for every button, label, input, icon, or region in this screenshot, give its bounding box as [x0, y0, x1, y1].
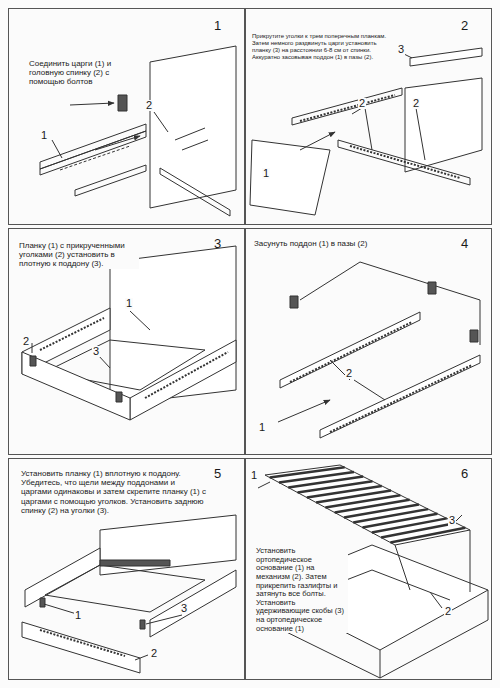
instruction-panel: 5 Установить планку (1) вплотную к поддон… [8, 458, 245, 680]
callout-number: 2 [358, 98, 366, 109]
instruction-text: Установить ортопедическое основание (1) … [256, 547, 348, 633]
callout-number: 1 [258, 422, 266, 433]
step-number: 6 [461, 467, 468, 482]
slat [325, 495, 400, 507]
slat [372, 518, 447, 532]
slat [279, 472, 354, 483]
slat [288, 477, 363, 488]
slat [363, 514, 438, 528]
step-number: 1 [214, 19, 221, 34]
instruction-text: Установить планку (1) вплотную к поддону… [21, 469, 206, 515]
panel-2-drawing [250, 48, 482, 215]
callout-number: 3 [180, 603, 188, 614]
slat [353, 509, 428, 522]
step-number: 3 [214, 237, 221, 252]
instruction-panel: 2Прикрутите уголки к трем поперечным пла… [245, 8, 492, 225]
callout-number: 2 [150, 648, 158, 659]
slat [316, 491, 391, 503]
callout-number: 1 [262, 168, 270, 179]
callout-number: 3 [397, 44, 405, 55]
callout-number: 3 [448, 515, 456, 526]
instruction-text: Соединить царги (1) и головную спинку (2… [29, 59, 124, 87]
panel-3-drawing [22, 246, 236, 420]
callout-number: 2 [444, 606, 452, 617]
step-number: 2 [461, 19, 468, 34]
instruction-text: Планку (1) с прикрученными уголками (2) … [19, 241, 139, 269]
instruction-text: Засунуть поддон (1) в пазы (2) [254, 239, 384, 248]
slat [298, 481, 373, 492]
callout-number: 1 [125, 298, 133, 309]
slat [335, 500, 410, 513]
callout-number: 2 [22, 336, 30, 347]
instruction-panel: 6Установить ортопедическое основание (1)… [245, 458, 492, 680]
callout-number: 1 [40, 130, 48, 141]
slat [307, 486, 382, 498]
callout-number: 1 [74, 610, 82, 621]
callout-number: 1 [250, 470, 258, 481]
callout-number: 2 [345, 368, 353, 379]
slat [381, 523, 456, 537]
panel-4-drawing [278, 262, 480, 438]
step-number: 4 [461, 237, 468, 252]
instruction-text: Прикрутите уголки к трем поперечным план… [252, 33, 392, 61]
panel-5-drawing [22, 515, 236, 673]
step-number: 5 [214, 467, 221, 482]
instruction-panel: 1Соединить царги (1) и головную спинку (… [8, 8, 245, 225]
callout-number: 3 [92, 346, 100, 357]
slat [390, 528, 465, 543]
instruction-panel: 3 Планку (1) с прикрученными уголками (2)… [8, 228, 245, 455]
callout-number: 2 [412, 98, 420, 109]
callout-number: 2 [145, 100, 153, 111]
slat [344, 504, 419, 517]
instruction-panel: 4 Засунуть поддон (1) в пазы (2) [245, 228, 492, 455]
